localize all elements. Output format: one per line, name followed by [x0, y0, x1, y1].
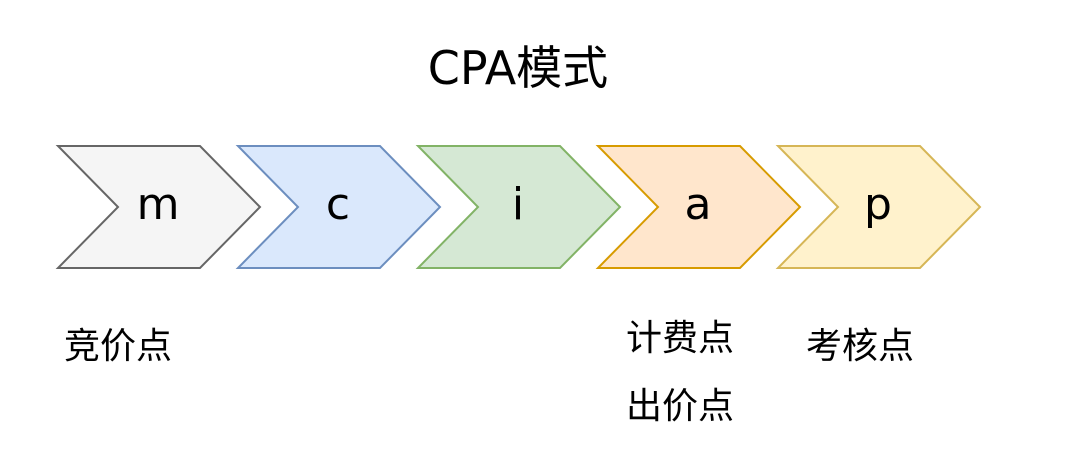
note-bidding-point: 竞价点 [64, 326, 173, 367]
chevron-label-i: i [511, 179, 525, 230]
diagram-title: CPA模式 [427, 41, 609, 95]
chevron-step-c: c [235, 145, 442, 269]
chevron-shape-m [55, 145, 262, 269]
note-billing-point: 计费点 [626, 318, 735, 359]
chevron-shape-i [415, 145, 622, 269]
chevron-shape-c [235, 145, 442, 269]
chevron-label-p: p [864, 179, 892, 230]
chevron-label-a: a [684, 179, 712, 230]
chevron-shape-a [595, 145, 802, 269]
chevron-step-a: a [595, 145, 802, 269]
chevron-step-i: i [415, 145, 622, 269]
note-bid-point: 出价点 [626, 386, 735, 427]
chevron-label-c: c [325, 179, 351, 230]
chevron-step-p: p [775, 145, 982, 269]
note-assessment-point: 考核点 [806, 326, 915, 367]
chevron-label-m: m [136, 179, 180, 230]
chevron-shape-p [775, 145, 982, 269]
chevron-step-m: m [55, 145, 262, 269]
